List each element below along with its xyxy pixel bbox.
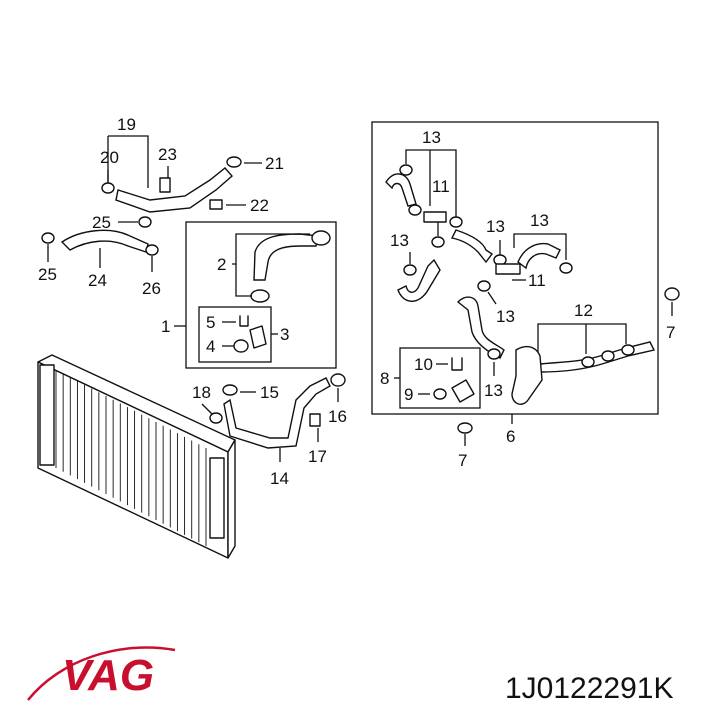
hose-elbow [487, 345, 543, 405]
callout-6: 6 [506, 427, 515, 446]
callout-13-lower: 13 [496, 307, 515, 326]
clamp-18 [209, 412, 223, 424]
clamp-16 [330, 373, 346, 387]
clamp-21 [226, 156, 242, 168]
callout-2: 2 [217, 255, 226, 274]
callout-23: 23 [158, 145, 177, 164]
clip-10 [451, 357, 463, 371]
clamp-25-left [41, 232, 55, 244]
callout-11-top: 11 [432, 177, 450, 196]
pipe-19 [115, 167, 233, 213]
callout-13-mid: 13 [486, 217, 505, 236]
hose-12 [539, 341, 656, 373]
clamp-26 [145, 244, 159, 256]
radiator [37, 354, 236, 559]
bolt-22 [209, 199, 223, 210]
callout-21: 21 [265, 154, 284, 173]
clamp-13-lower [477, 280, 491, 292]
seal-4 [233, 339, 249, 353]
callout-7-bottom: 7 [458, 451, 467, 470]
callout-12: 12 [574, 301, 593, 320]
vag-logo: VAG [27, 646, 176, 701]
clamp-7-right [664, 287, 680, 301]
clamp-7-bottom [457, 422, 473, 434]
callout-22: 22 [250, 196, 269, 215]
callout-13-left: 13 [390, 231, 409, 250]
callout-13-right: 13 [530, 211, 549, 230]
hose-long [456, 296, 505, 359]
callout-4: 4 [206, 337, 215, 356]
callout-19: 19 [117, 115, 136, 134]
clamp-15 [222, 384, 238, 396]
hose-13-top [385, 164, 463, 248]
pipe-14 [223, 377, 331, 449]
clamp-13-left [403, 264, 417, 276]
vag-logo-text: VAG [62, 651, 154, 700]
callout-11-right: 11 [528, 271, 546, 290]
connector-3 [249, 325, 267, 349]
callout-1: 1 [161, 317, 170, 336]
part-number: 1J0122291K [505, 672, 674, 705]
callout-26: 26 [142, 279, 161, 298]
callout-5: 5 [206, 313, 215, 332]
hose-13-right [495, 242, 573, 275]
callout-13-bottom: 13 [484, 381, 503, 400]
callout-15: 15 [260, 383, 279, 402]
hose-13-left [397, 258, 441, 302]
clamp-20 [101, 182, 115, 194]
clip-5 [239, 315, 249, 327]
callout-9: 9 [404, 385, 413, 404]
callout-20: 20 [100, 148, 119, 167]
callout-16: 16 [328, 407, 347, 426]
callout-14: 14 [270, 469, 289, 488]
connector-8 [451, 379, 475, 403]
hose-13-mid [450, 229, 494, 264]
clamp-25-top [138, 216, 152, 228]
callout-7-right: 7 [666, 323, 675, 342]
hose-2 [250, 230, 331, 303]
callout-24: 24 [88, 271, 107, 290]
callout-18: 18 [192, 383, 211, 402]
bolt-17 [309, 413, 321, 427]
seal-9 [433, 388, 447, 400]
callout-10: 10 [414, 355, 433, 374]
hose-24 [60, 229, 149, 253]
callout-3: 3 [280, 325, 289, 344]
callout-13-top: 13 [422, 128, 441, 147]
callout-17: 17 [308, 447, 327, 466]
group-box-1 [185, 221, 337, 369]
callout-25-left: 25 [38, 265, 57, 284]
group-box-6 [371, 121, 659, 415]
callout-8: 8 [380, 369, 389, 388]
callout-25-top: 25 [92, 213, 111, 232]
